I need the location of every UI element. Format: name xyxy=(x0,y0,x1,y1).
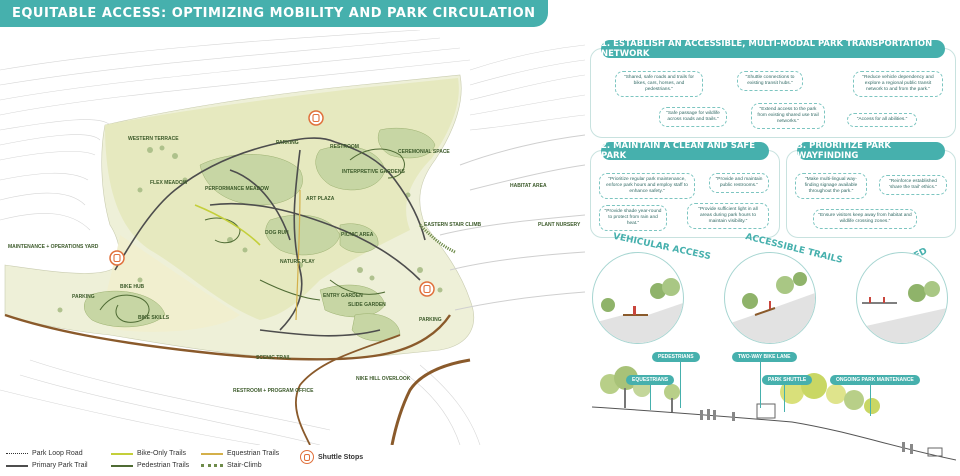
stair-climb xyxy=(418,223,456,254)
callout-maintenance: ONGOING PARK MAINTENANCE xyxy=(830,375,920,385)
quote-habitat: "Ensure visitors keep away from habitat … xyxy=(813,209,917,229)
label-nature-play: NATURE PLAY xyxy=(280,259,315,265)
callout-equestrians: EQUESTRIANS xyxy=(626,375,675,385)
tree-canopy xyxy=(57,145,443,313)
section-accessible-trails xyxy=(724,252,816,344)
label-parking-east: PARKING xyxy=(419,317,442,323)
section-elevated-trails xyxy=(856,252,948,344)
legend-swatch xyxy=(201,452,223,455)
quote-restrooms: "Provide and maintain public restrooms." xyxy=(709,173,769,193)
quote-share-trail: "Reinforce established 'share the trail'… xyxy=(879,175,947,195)
equestrian-trail xyxy=(295,189,301,321)
legend-swatch xyxy=(6,453,28,454)
quote-extend-access: "Extend access to the park from existing… xyxy=(751,103,825,129)
callout-line xyxy=(784,382,785,412)
park-map: WESTERN TERRACE PARKING RESTROOM CEREMON… xyxy=(0,30,585,445)
shuttle-stop-east xyxy=(419,281,435,297)
quote-shade: "Provide shade year-round to protect fro… xyxy=(599,205,667,231)
legend-label: Shuttle Stops xyxy=(318,453,364,461)
label-flex-meadow: FLEX MEADOW xyxy=(150,180,188,186)
legend-swatch xyxy=(6,464,28,467)
map-legend: Park Loop Road Primary Park Trail Bike-O… xyxy=(6,446,406,474)
quote-access-all: "Access for all abilities." xyxy=(847,113,917,127)
bike-only-trail xyxy=(194,204,261,246)
shuttle-icon xyxy=(300,450,314,464)
legend-park-loop-road: Park Loop Road xyxy=(6,450,83,457)
callout-park-shuttle: PARK SHUTTLE xyxy=(762,375,813,385)
label-parking-west: PARKING xyxy=(72,294,95,300)
boundary-road-south xyxy=(295,334,401,445)
label-eastern-stair-climb: EASTERN STAIR CLIMB xyxy=(424,222,482,228)
page-title-text: EQUITABLE ACCESS: OPTIMIZING MOBILITY AN… xyxy=(12,6,536,21)
label-bike-hub: BIKE HUB xyxy=(120,284,145,290)
quote-wildlife-passage: "Safe passage for wildlife across roads … xyxy=(659,107,727,127)
callout-line xyxy=(760,360,761,408)
callout-line xyxy=(680,360,681,408)
label-western-terrace: WESTERN TERRACE xyxy=(128,136,179,142)
label-performance-meadow: PERFORMANCE MEADOW xyxy=(205,186,269,192)
quote-lighting: "Provide sufficient light in all areas d… xyxy=(687,203,769,229)
legend-stair-climb: Stair-Climb xyxy=(201,462,262,469)
shuttle-stop-west xyxy=(109,250,125,266)
legend-swatch xyxy=(111,452,133,455)
panel-title: 2. MAINTAIN A CLEAN AND SAFE PARK xyxy=(601,141,769,161)
label-parking-top: PARKING xyxy=(276,140,299,146)
legend-pedestrian-trails: Pedestrian Trails xyxy=(111,462,189,469)
legend-label: Park Loop Road xyxy=(32,450,83,457)
label-ceremonial-space: CEREMONIAL SPACE xyxy=(398,149,450,155)
adjacent-roads xyxy=(439,134,585,311)
label-picnic-area: PICNIC AREA xyxy=(341,232,374,238)
panel-clean-safe: 2. MAINTAIN A CLEAN AND SAFE PARK "Prior… xyxy=(590,141,780,238)
panel-transportation-network: 1. ESTABLISH AN ACCESSIBLE, MULTI-MODAL … xyxy=(590,39,956,138)
label-maintenance-yard: MAINTENANCE + OPERATIONS YARD xyxy=(8,244,99,250)
boundary-road xyxy=(390,358,471,445)
legend-label: Pedestrian Trails xyxy=(137,462,190,469)
label-scenic-trail: SCENIC TRAIL xyxy=(256,355,291,361)
label-bike-skills: BIKE SKILLS xyxy=(138,315,170,321)
panel-title: 3. PRIORITIZE PARK WAYFINDING xyxy=(797,141,945,161)
legend-swatch xyxy=(111,464,133,467)
callout-line xyxy=(650,382,651,410)
callout-line xyxy=(870,382,871,416)
callout-pedestrians: PEDESTRIANS xyxy=(652,352,700,362)
quote-signage: "Make multi-lingual way-finding signage … xyxy=(795,173,867,199)
section-vehicular-access xyxy=(592,252,684,344)
vegetation-areas xyxy=(84,127,436,342)
label-plant-nursery: PLANT NURSERY xyxy=(538,222,581,228)
label-habitat-area: HABITAT AREA xyxy=(510,183,547,189)
label-nike-hill-overlook: NIKE HILL OVERLOOK xyxy=(356,376,411,382)
legend-shuttle-stops: Shuttle Stops xyxy=(300,450,363,464)
shuttle-stop-north xyxy=(308,110,324,126)
terrain-contours xyxy=(0,30,585,445)
legend-primary-park-trail: Primary Park Trail xyxy=(6,462,88,469)
label-interpretive-gardens: INTERPRETIVE GARDENS xyxy=(342,169,405,175)
legend-label: Equestrian Trails xyxy=(227,450,280,457)
park-loop-road xyxy=(4,313,451,361)
callout-bike-lane: TWO-WAY BIKE LANE xyxy=(732,352,797,362)
quote-maintenance: "Prioritize regular park maintenance, en… xyxy=(599,173,695,199)
legend-swatch xyxy=(201,464,223,467)
legend-equestrian-trails: Equestrian Trails xyxy=(201,450,279,457)
quote-shared-roads: "Shared, safe roads and trails for bikes… xyxy=(615,71,703,97)
label-restroom-program: RESTROOM + PROGRAM OFFICE xyxy=(233,388,314,394)
primary-park-trails xyxy=(114,137,426,337)
label-slide-garden: SLIDE GARDEN xyxy=(348,302,386,308)
quote-reduce-vehicle: "Reduce vehicle dependency and explore a… xyxy=(853,71,943,97)
legend-label: Primary Park Trail xyxy=(32,462,88,469)
pedestrian-trails xyxy=(99,148,405,323)
label-entry-garden: ENTRY GARDEN xyxy=(323,293,363,299)
label-art-plaza: ART PLAZA xyxy=(306,196,335,202)
quote-shuttle-connections: "Shuttle connections to existing transit… xyxy=(737,71,803,91)
label-dog-run: DOG RUN xyxy=(265,230,289,236)
panel-title: 1. ESTABLISH AN ACCESSIBLE, MULTI-MODAL … xyxy=(601,39,945,59)
legend-bike-only-trails: Bike-Only Trails xyxy=(111,450,186,457)
label-restroom: RESTROOM xyxy=(330,144,359,150)
panel-wayfinding: 3. PRIORITIZE PARK WAYFINDING "Make mult… xyxy=(786,141,956,238)
legend-label: Bike-Only Trails xyxy=(137,450,187,457)
section-long-profile xyxy=(592,366,956,461)
page-title: EQUITABLE ACCESS: OPTIMIZING MOBILITY AN… xyxy=(0,0,548,27)
legend-label: Stair-Climb xyxy=(227,462,262,469)
